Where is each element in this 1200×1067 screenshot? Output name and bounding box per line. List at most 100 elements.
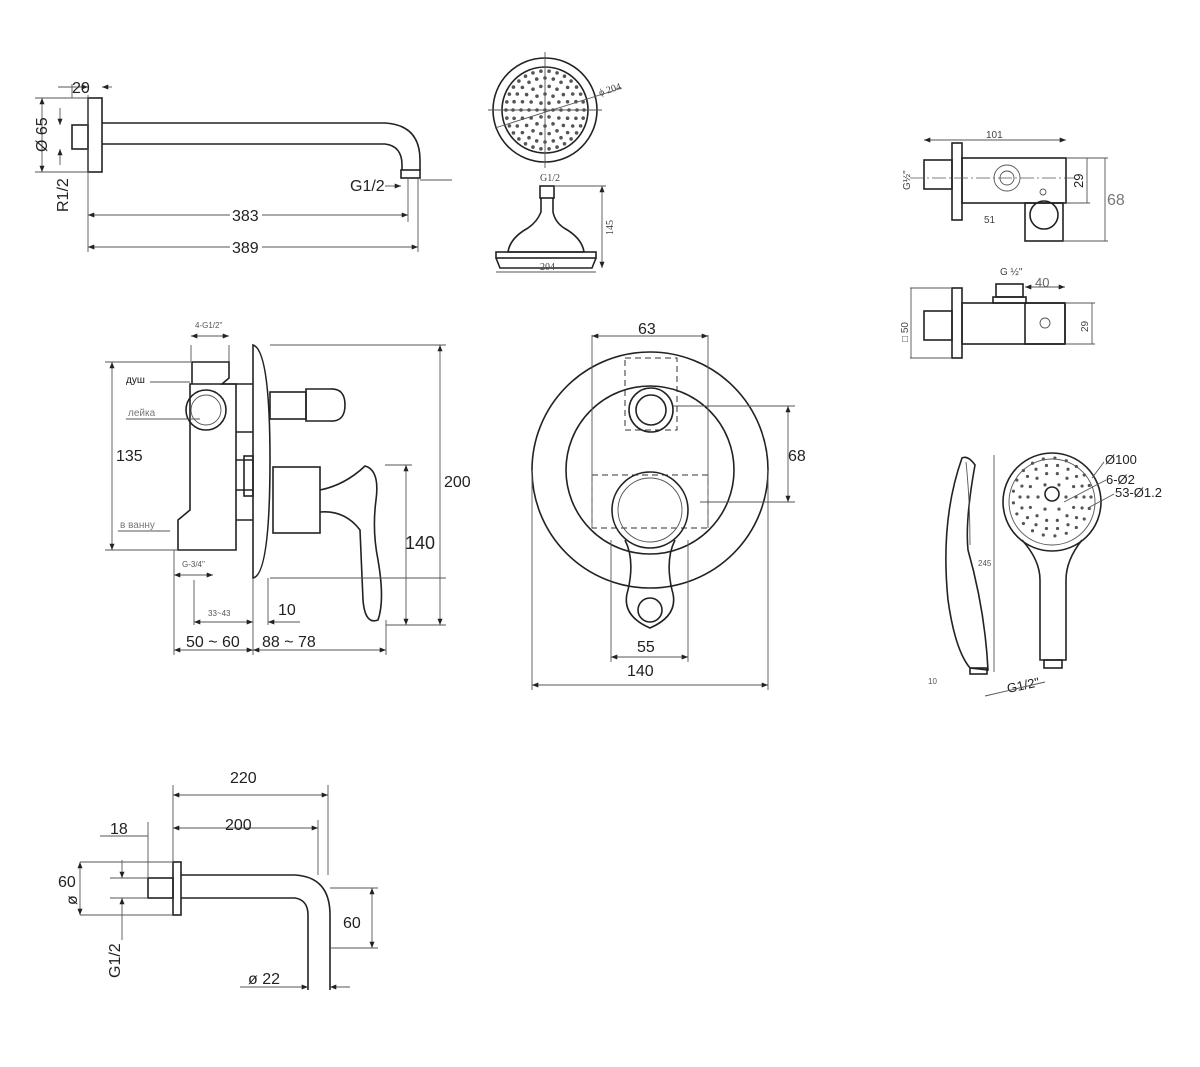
nozzle-dot — [1045, 518, 1049, 522]
arm-length-inner-label: 383 — [232, 208, 259, 225]
nozzle-dot — [531, 145, 535, 149]
nozzle-dot — [551, 94, 555, 98]
mixer-shower-port-label: душ — [126, 375, 145, 386]
hand-shower-diameter-label: Ø100 — [1105, 452, 1137, 467]
nozzle-dot — [574, 131, 579, 135]
outlet-total-height-label: 68 — [1107, 192, 1125, 209]
nozzle-dot — [524, 92, 529, 97]
nozzle-dot — [570, 124, 575, 128]
nozzle-dot — [555, 71, 559, 75]
nozzle-dot — [1074, 525, 1078, 530]
nozzle-dot — [1025, 474, 1030, 479]
rain-head-height-label: 145 — [605, 220, 616, 235]
rain-head-nozzles — [504, 69, 586, 151]
nozzle-dot — [1028, 484, 1032, 489]
nozzle-dot — [551, 139, 556, 143]
outlet-nipple — [995, 283, 1024, 298]
nozzle-dot — [511, 131, 516, 135]
nozzle-dot — [1064, 531, 1068, 535]
spout-pipe-outer — [181, 874, 331, 990]
arm-nut — [400, 169, 421, 179]
nozzle-dot — [1055, 463, 1060, 468]
nozzle-dot — [1066, 467, 1070, 471]
nozzle-dot — [1035, 514, 1039, 518]
rain-head-width-label: 204 — [540, 262, 555, 273]
lever-housing — [272, 466, 321, 534]
spout-pipe-inner — [181, 897, 309, 990]
nozzle-dot — [539, 146, 543, 151]
outlet-holder-width-label: 40 — [1035, 275, 1049, 290]
nozzle-dot — [561, 123, 566, 128]
nozzle-dot — [1025, 515, 1030, 520]
mixer-diverter-port — [185, 389, 227, 431]
nozzle-dot — [1082, 495, 1086, 499]
outlet-body-height-label: 29 — [1071, 174, 1086, 188]
nozzle-dot — [1015, 512, 1019, 516]
nozzle-dot — [527, 135, 531, 140]
nozzle-dot — [1057, 483, 1061, 487]
nozzle-dot — [1074, 474, 1079, 479]
diverter-stem — [269, 391, 307, 420]
spout-length-label: 200 — [225, 817, 252, 834]
nozzle-dot — [574, 85, 579, 89]
nozzle-dot — [570, 92, 575, 96]
mixer-bath-port-label: в ванну — [120, 520, 155, 531]
rain-head-diameter-label: ϕ 204 — [598, 81, 623, 98]
outlet-pipe-side — [923, 310, 953, 341]
nozzle-dot — [1082, 473, 1086, 477]
nozzle-dot — [551, 122, 555, 126]
nozzle-dot — [1034, 467, 1038, 471]
nozzle-dot — [1030, 461, 1035, 465]
nozzle-dot — [559, 80, 563, 85]
nozzle-dot — [565, 130, 570, 135]
nozzle-dot — [547, 115, 551, 119]
mixer-handle-depth-label: 88 ~ 78 — [262, 634, 316, 651]
nozzle-dot — [539, 84, 543, 89]
nozzle-dot — [539, 69, 543, 74]
nozzle-dot — [539, 101, 543, 105]
nozzle-dot — [1036, 495, 1040, 499]
outlet-body-top — [961, 157, 1067, 204]
arm-inlet-thread-label: R1/2 — [55, 178, 72, 212]
spout-flange-diameter-label: 60 — [58, 874, 76, 891]
nozzle-dot — [1072, 484, 1076, 489]
nozzle-dot — [1057, 507, 1061, 511]
arm-flange-width-label: 20 — [72, 80, 90, 97]
spout-flange-thickness-label: 18 — [110, 821, 128, 838]
nozzle-dot — [531, 128, 535, 133]
arm-pipe-bottom — [102, 143, 403, 170]
front-handle-width-label: 55 — [637, 639, 655, 656]
outlet-offset-label: 51 — [984, 215, 996, 226]
front-diverter-knob — [628, 387, 674, 433]
nozzle-dot — [547, 84, 551, 89]
bath-spout-drawing: 220 200 18 60 ø G1/2 60 ø 22 — [58, 770, 378, 990]
nozzle-dot — [1021, 468, 1026, 473]
nozzle-dot — [1041, 533, 1045, 537]
outlet-flange-top — [951, 142, 963, 221]
nozzle-dot — [1034, 523, 1038, 527]
nozzle-dot — [1044, 463, 1049, 468]
nozzle-dot — [520, 99, 525, 104]
nozzle-dot — [1089, 495, 1093, 499]
mixer-hand-port-label: лейка — [128, 408, 156, 419]
outlet-holder-top — [1024, 202, 1064, 242]
rain-head-thread-label: G1/2 — [540, 173, 560, 184]
nozzle-dot — [557, 116, 561, 120]
nozzle-dot — [1064, 495, 1068, 499]
nozzle-dot — [1064, 459, 1068, 463]
wall-outlet-drawing: 101 G½" 29 68 51 G ½" 40 □ 50 — [900, 130, 1125, 359]
nozzle-dot — [1074, 464, 1078, 469]
arm-length-total-label: 389 — [232, 240, 259, 257]
diverter-knob — [305, 388, 346, 422]
nozzle-dot — [535, 122, 539, 126]
nozzle-dot — [517, 79, 521, 83]
nozzle-dot — [534, 139, 539, 143]
nozzle-dot — [1043, 507, 1047, 511]
mixer-total-height-label: 200 — [444, 474, 471, 491]
mixer-front-drawing: 63 68 55 140 — [531, 321, 806, 690]
spout-outlet-diameter-label: ø 22 — [248, 971, 280, 988]
mixer-handle-height-label: 140 — [405, 533, 435, 553]
nozzle-dot — [523, 141, 528, 146]
front-plate-inner-ring — [565, 385, 735, 555]
